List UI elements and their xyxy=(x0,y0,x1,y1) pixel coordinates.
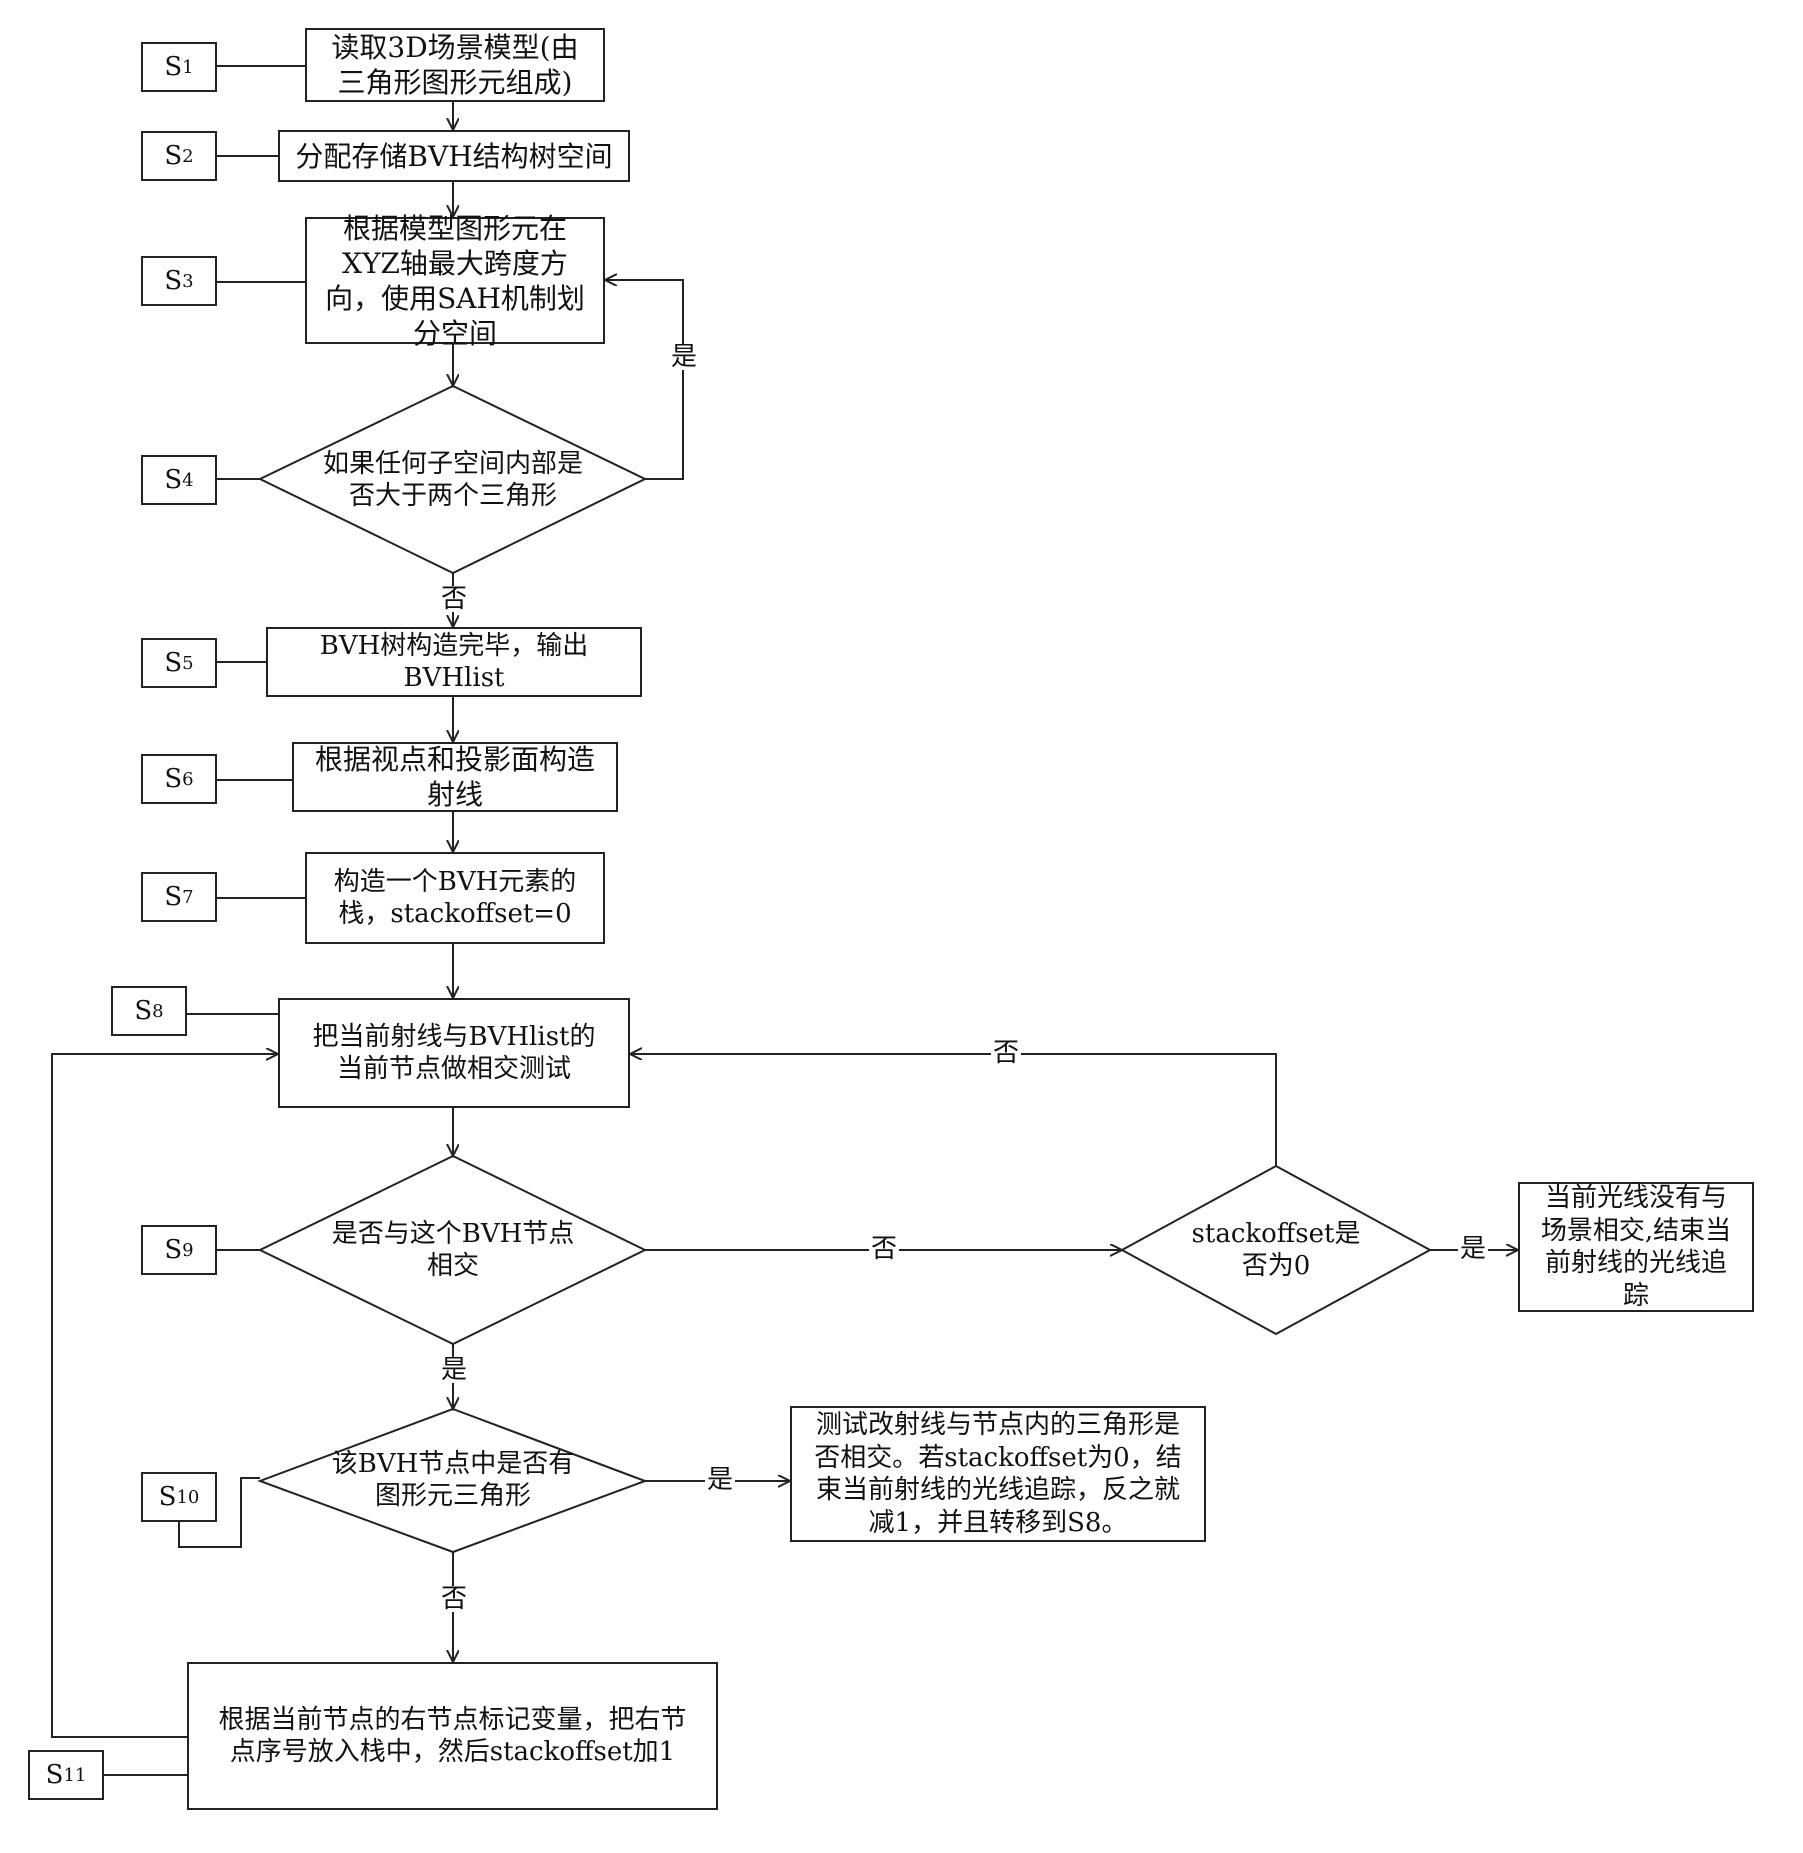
step-label-s5: S5 xyxy=(141,638,217,688)
step-label-s11: S11 xyxy=(28,1750,104,1800)
node-bvh-done: BVH树构造完毕，输出BVHlist xyxy=(266,627,642,697)
node-push-right-text: 根据当前节点的右节点标记变量，把右节点序号放入栈中，然后stackoffset加… xyxy=(213,1704,693,1769)
edge-label-stack-no: 否 xyxy=(991,1040,1021,1066)
node-construct-stack: 构造一个BVH元素的栈，stackoffset=0 xyxy=(305,852,605,944)
node-construct-ray: 根据视点和投影面构造射线 xyxy=(292,742,618,812)
node-intersect-test-text: 把当前射线与BVHlist的当前节点做相交测试 xyxy=(304,1021,604,1086)
edge-label-d4-no: 否 xyxy=(439,586,469,612)
node-intersect-test: 把当前射线与BVHlist的当前节点做相交测试 xyxy=(278,998,630,1108)
node-sah-partition-text: 根据模型图形元在XYZ轴最大跨度方向，使用SAH机制划分空间 xyxy=(320,211,590,351)
edge-label-d10-no: 否 xyxy=(439,1586,469,1612)
node-bvh-done-text: BVH树构造完毕，输出BVHlist xyxy=(309,630,599,695)
node-triangle-test: 测试改射线与节点内的三角形是否相交。若stackoffset为0，结束当前射线的… xyxy=(790,1406,1206,1542)
node-read-model-text: 读取3D场景模型(由三角形图形元组成) xyxy=(325,30,585,100)
step-label-s10: S10 xyxy=(141,1472,217,1522)
node-ray-end-text: 当前光线没有与场景相交,结束当前射线的光线追踪 xyxy=(1536,1182,1736,1312)
step-label-s6: S6 xyxy=(141,754,217,804)
node-triangle-test-text: 测试改射线与节点内的三角形是否相交。若stackoffset为0，结束当前射线的… xyxy=(808,1409,1188,1539)
node-read-model: 读取3D场景模型(由三角形图形元组成) xyxy=(305,28,605,102)
node-sah-partition: 根据模型图形元在XYZ轴最大跨度方向，使用SAH机制划分空间 xyxy=(305,217,605,344)
node-construct-ray-text: 根据视点和投影面构造射线 xyxy=(305,742,605,812)
decision-has-triangle-text: 该BVH节点中是否有图形元三角形 xyxy=(320,1440,586,1520)
node-construct-stack-text: 构造一个BVH元素的栈，stackoffset=0 xyxy=(320,866,590,931)
decision-subspace-text: 如果任何子空间内部是否大于两个三角形 xyxy=(320,440,586,520)
step-label-s3: S3 xyxy=(141,256,217,306)
node-allocate-bvh-text: 分配存储BVH结构树空间 xyxy=(295,139,612,174)
node-allocate-bvh: 分配存储BVH结构树空间 xyxy=(278,130,630,182)
step-label-s7: S7 xyxy=(141,872,217,922)
arrow-n11-loop-n8 xyxy=(52,1054,278,1737)
arrow-dstack-no-n8 xyxy=(630,1054,1276,1166)
edge-label-d9-yes: 是 xyxy=(439,1357,469,1383)
edge-label-d10-yes: 是 xyxy=(705,1467,735,1493)
step-label-s4: S4 xyxy=(141,455,217,505)
step-label-s2: S2 xyxy=(141,131,217,181)
node-ray-end: 当前光线没有与场景相交,结束当前射线的光线追踪 xyxy=(1518,1182,1754,1312)
edge-label-d4-yes: 是 xyxy=(669,344,699,370)
decision-stackoffset-text: stackoffset是否为0 xyxy=(1180,1210,1372,1290)
decision-intersect-text: 是否与这个BVH节点相交 xyxy=(320,1210,586,1290)
arrow-d4-yes-n3 xyxy=(605,280,683,479)
step-label-s1: S1 xyxy=(141,42,217,92)
edge-label-d9-no: 否 xyxy=(869,1236,899,1262)
edge-label-stack-yes: 是 xyxy=(1458,1236,1488,1262)
step-label-s9: S9 xyxy=(141,1225,217,1275)
step-label-s8: S8 xyxy=(111,986,187,1036)
node-push-right: 根据当前节点的右节点标记变量，把右节点序号放入栈中，然后stackoffset加… xyxy=(187,1662,718,1810)
